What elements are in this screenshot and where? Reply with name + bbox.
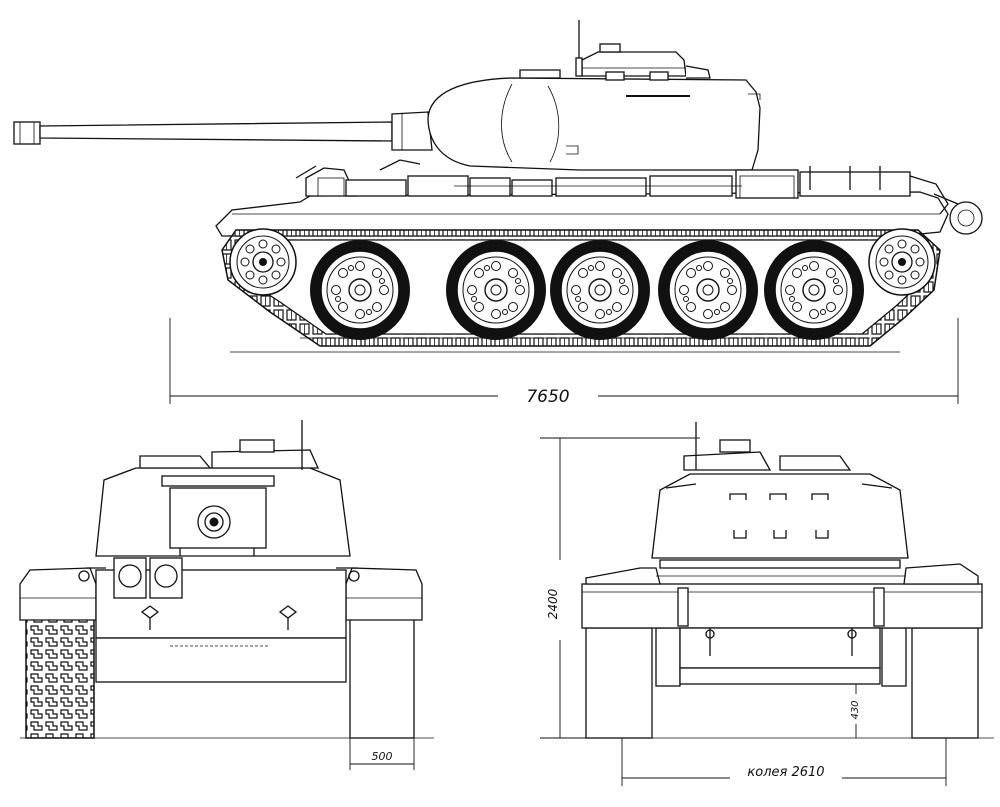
gun-barrel <box>13 111 433 151</box>
length-dimension: 7650 <box>169 318 959 407</box>
turret <box>427 20 761 171</box>
road-wheel <box>763 239 865 341</box>
side-view <box>13 20 983 353</box>
gauge-value: колея 2610 <box>747 765 824 780</box>
length-value: 7650 <box>526 387 569 407</box>
road-wheel <box>657 239 759 341</box>
front-track-left <box>25 615 95 739</box>
rear-view <box>581 422 994 739</box>
road-wheel <box>549 239 651 341</box>
height-dimension: 2400 <box>540 437 700 739</box>
drive-sprocket <box>868 228 936 296</box>
road-wheel <box>309 239 411 341</box>
idler-wheel <box>229 228 297 296</box>
track-width-dimension: 500 <box>349 738 415 770</box>
height-value: 2400 <box>546 588 560 619</box>
front-track-right <box>349 615 415 739</box>
clearance-value: 430 <box>850 700 861 719</box>
rear-track-left <box>585 627 653 739</box>
gauge-dimension: колея 2610 <box>621 738 947 786</box>
track-width-value: 500 <box>372 750 393 763</box>
rear-track-right <box>911 627 979 739</box>
road-wheel <box>445 239 547 341</box>
hull <box>215 159 949 237</box>
clearance-dimension: 430 <box>850 684 861 738</box>
front-view <box>19 420 434 739</box>
